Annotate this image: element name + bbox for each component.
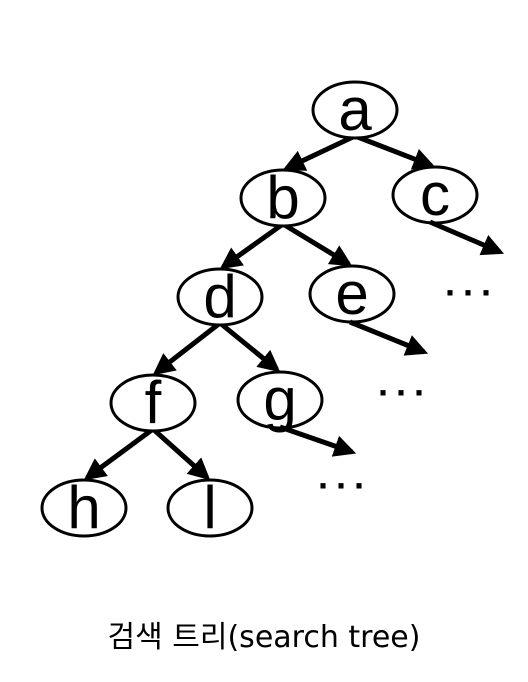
node-label: l <box>203 474 216 541</box>
ellipsis-c: ··· <box>445 272 499 313</box>
continuation-arrow-e <box>349 319 429 356</box>
node-label: b <box>266 164 299 231</box>
node-label: g <box>263 366 296 433</box>
node-label: h <box>67 474 100 541</box>
edge-d-g <box>218 321 281 373</box>
node-ellipse <box>166 478 254 538</box>
node-label: f <box>145 369 162 436</box>
edge-a-c <box>354 133 436 170</box>
tree-node-d: d <box>176 263 264 330</box>
node-label: d <box>203 263 236 330</box>
edge-a-b <box>282 133 357 171</box>
ellipsis-e: ··· <box>378 372 432 413</box>
tree-node-h: h <box>40 474 128 541</box>
tree-node-g: g <box>236 366 324 433</box>
tree-node-b: b <box>239 164 327 231</box>
node-ellipse <box>311 80 399 140</box>
tree-node-e: e <box>308 260 396 327</box>
node-ellipse <box>40 478 128 538</box>
tree-node-f: f <box>109 369 197 436</box>
continuation-arrow-g <box>279 424 357 457</box>
node-label: c <box>420 161 450 228</box>
edge-f-i <box>151 427 211 481</box>
tree-node-i: l <box>166 474 254 541</box>
diagram-caption: 검색 트리(search tree) <box>107 620 421 655</box>
edges-layer <box>83 133 436 481</box>
tree-node-a: a <box>311 76 399 143</box>
tree-node-c: c <box>391 161 479 228</box>
node-ellipse <box>109 373 197 433</box>
node-label: a <box>338 76 372 143</box>
edge-f-h <box>83 426 155 481</box>
ellipsis-g: ··· <box>318 465 372 506</box>
edge-b-d <box>219 221 285 270</box>
edge-b-e <box>281 221 353 267</box>
edge-d-f <box>152 321 222 376</box>
node-ellipse <box>239 168 327 228</box>
node-label: e <box>335 260 368 327</box>
continuations-layer: ··· ··· ··· <box>279 219 505 506</box>
continuation-arrow-c <box>429 219 505 256</box>
nodes-layer: ab c d e f g h l <box>40 76 479 541</box>
node-ellipse <box>176 267 264 327</box>
